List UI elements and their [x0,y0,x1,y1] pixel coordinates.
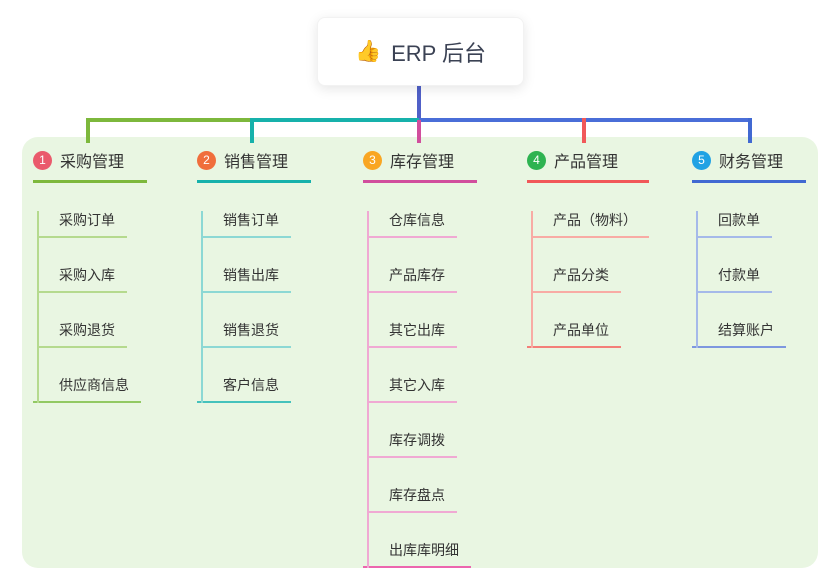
branch-label: 财务管理 [719,154,784,171]
child-node[interactable]: 产品单位 [527,321,621,348]
branch-drop-line-1 [86,118,90,143]
branch-spine-line [367,211,369,568]
branch-number-badge: 3 [363,150,382,170]
child-node[interactable]: 销售退货 [201,321,291,348]
child-node[interactable]: 产品库存 [367,266,457,293]
branch-spine-line [201,211,203,403]
branch: 4 产品管理 产品（物料） 产品分类产品单位 [527,148,649,348]
branch-number-badge: 2 [197,150,216,170]
root-label: ERP 后台 [391,40,487,66]
child-node[interactable]: 销售出库 [201,266,291,293]
branch-header[interactable]: 4 产品管理 [527,148,649,183]
branch-children: 仓库信息产品库存其它出库其它入库库存调拨库存盘点出库库明细 [363,211,471,568]
branch: 2 销售管理 销售订单销售出库销售退货客户信息 [197,148,311,403]
branch-header[interactable]: 1 采购管理 [33,148,147,183]
branch: 3 库存管理 仓库信息产品库存其它出库其它入库库存调拨库存盘点出库库明细 [363,148,477,568]
branch-drop-line-3 [417,120,421,143]
branch-number-badge: 4 [527,150,546,170]
root-node[interactable]: 👍 ERP 后台 [317,17,524,86]
branch-children: 回款单付款单结算账户 [692,211,786,348]
branch-drop-line-2 [250,118,254,143]
child-node[interactable]: 采购退货 [37,321,127,348]
branch-label: 采购管理 [60,154,125,171]
child-node[interactable]: 其它入库 [367,376,457,403]
branch-drop-line-4 [582,118,586,143]
child-node[interactable]: 付款单 [696,266,772,293]
branch-drop-line-5 [748,118,752,143]
child-node[interactable]: 回款单 [696,211,772,238]
branch-label: 产品管理 [554,154,619,171]
child-node[interactable]: 其它出库 [367,321,457,348]
branch-children: 销售订单销售出库销售退货客户信息 [197,211,291,403]
branch-number-badge: 5 [692,150,711,170]
branch-label: 库存管理 [390,154,455,171]
child-node[interactable]: 出库库明细 [363,541,471,568]
branch: 5 财务管理 回款单付款单结算账户 [692,148,806,348]
branches-panel [22,137,818,568]
branch-header[interactable]: 3 库存管理 [363,148,477,183]
branch-label: 销售管理 [224,154,289,171]
child-node[interactable]: 产品分类 [531,266,621,293]
child-node[interactable]: 客户信息 [197,376,291,403]
child-node[interactable]: 库存调拨 [367,431,457,458]
thumbs-up-icon: 👍 [354,40,382,63]
child-node[interactable]: 采购入库 [37,266,127,293]
branch: 1 采购管理 采购订单采购入库采购退货供应商信息 [33,148,147,403]
branch-children: 采购订单采购入库采购退货供应商信息 [33,211,141,403]
child-node[interactable]: 供应商信息 [33,376,141,403]
root-connector-line [417,84,421,122]
branch-spine-line [37,211,39,403]
branch-children: 产品（物料） 产品分类产品单位 [527,211,649,348]
branch-number-badge: 1 [33,150,52,170]
branch-header[interactable]: 5 财务管理 [692,148,806,183]
branch-header[interactable]: 2 销售管理 [197,148,311,183]
bus-line-mid [250,118,421,122]
child-node[interactable]: 结算账户 [692,321,786,348]
child-node[interactable]: 销售订单 [201,211,291,238]
branch-spine-line [696,211,698,348]
child-node[interactable]: 仓库信息 [367,211,457,238]
bus-line-left [86,118,252,122]
child-node[interactable]: 产品（物料） [531,211,649,238]
child-node[interactable]: 采购订单 [37,211,127,238]
branch-spine-line [531,211,533,348]
child-node[interactable]: 库存盘点 [367,486,457,513]
